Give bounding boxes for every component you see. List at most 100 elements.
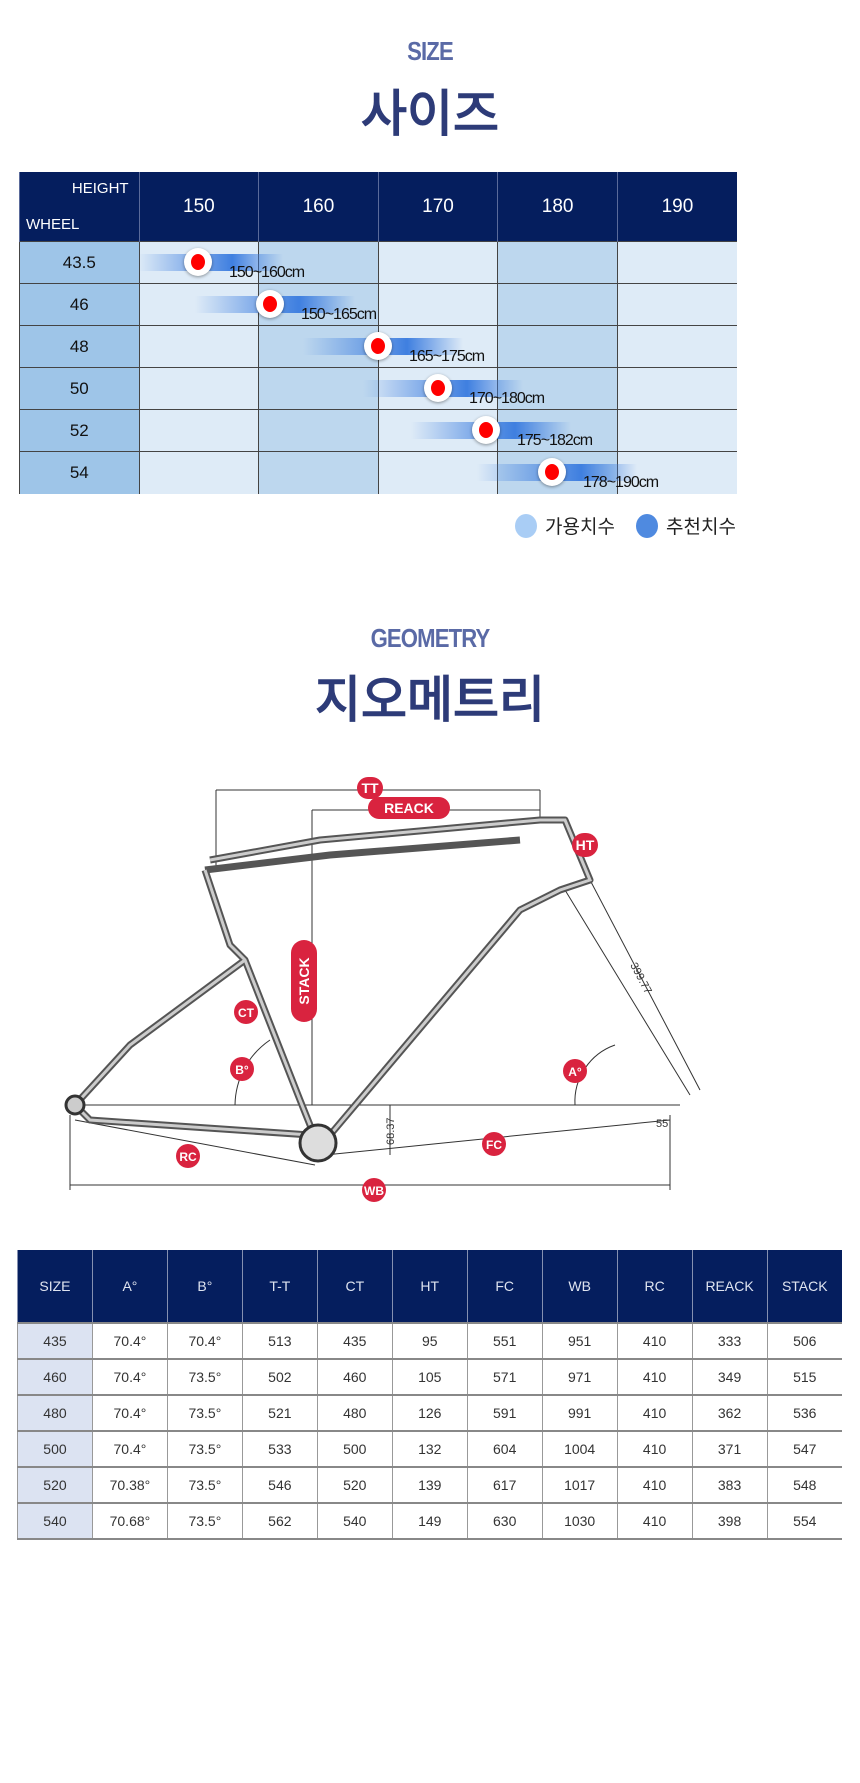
geo-size-cell: 435 bbox=[17, 1322, 93, 1359]
geo-header: CT bbox=[316, 1250, 393, 1323]
geo-cell: 70.4° bbox=[166, 1322, 243, 1359]
size-cell bbox=[377, 325, 498, 368]
axle-label: 55 bbox=[656, 1118, 668, 1130]
geo-header: REACK bbox=[691, 1250, 768, 1323]
geo-cell: 533 bbox=[241, 1430, 318, 1467]
size-cell bbox=[138, 367, 259, 410]
size-cell bbox=[616, 409, 737, 452]
geo-cell: 617 bbox=[466, 1466, 543, 1503]
geo-cell: 126 bbox=[391, 1394, 468, 1431]
available-swatch bbox=[515, 513, 537, 538]
geo-cell: 548 bbox=[766, 1466, 842, 1503]
geo-cell: 70.4° bbox=[91, 1322, 168, 1359]
geo-header: FC bbox=[466, 1250, 543, 1323]
geo-cell: 73.5° bbox=[166, 1466, 243, 1503]
height-label: HEIGHT bbox=[71, 180, 129, 197]
geo-cell: 70.4° bbox=[91, 1394, 168, 1431]
reack-label: REACK bbox=[384, 800, 434, 816]
fork-length-label: 399.77 bbox=[627, 961, 653, 996]
size-cell bbox=[616, 367, 737, 410]
geo-header: RC bbox=[616, 1250, 693, 1323]
size-cell bbox=[497, 451, 618, 494]
size-cell bbox=[497, 409, 618, 452]
size-cell bbox=[616, 451, 737, 494]
geo-cell: 371 bbox=[691, 1430, 768, 1467]
geo-cell: 149 bbox=[391, 1502, 468, 1540]
size-cell bbox=[138, 409, 259, 452]
geo-cell: 383 bbox=[691, 1466, 768, 1503]
size-row: 50 bbox=[19, 367, 737, 410]
size-cell bbox=[258, 325, 379, 368]
recommended-swatch bbox=[636, 513, 658, 538]
geo-cell: 520 bbox=[316, 1466, 393, 1503]
wheel-label: WHEEL bbox=[26, 216, 80, 233]
tt-label: TT bbox=[361, 780, 379, 796]
size-cell bbox=[377, 367, 498, 410]
geo-cell: 70.4° bbox=[91, 1430, 168, 1467]
height-header: 150 bbox=[138, 172, 259, 242]
geo-cell: 349 bbox=[691, 1358, 768, 1395]
wheel-size: 54 bbox=[19, 451, 140, 494]
geo-size-cell: 460 bbox=[17, 1358, 93, 1395]
size-cell bbox=[377, 451, 498, 494]
rc-label: RC bbox=[179, 1150, 197, 1164]
geo-cell: 435 bbox=[316, 1322, 393, 1359]
size-cell bbox=[497, 367, 618, 410]
size-title-ko: 사이즈 bbox=[361, 86, 499, 142]
geo-cell: 410 bbox=[616, 1466, 693, 1503]
geo-cell: 515 bbox=[766, 1358, 842, 1395]
geo-cell: 540 bbox=[316, 1502, 393, 1540]
height-header: 190 bbox=[616, 172, 737, 242]
geo-cell: 95 bbox=[391, 1322, 468, 1359]
bb-drop-label: 68.37 bbox=[385, 1117, 397, 1145]
geo-cell: 362 bbox=[691, 1394, 768, 1431]
size-cell bbox=[138, 451, 259, 494]
geo-cell: 547 bbox=[766, 1430, 842, 1467]
size-cell bbox=[138, 283, 259, 326]
size-cell bbox=[616, 283, 737, 326]
geo-cell: 500 bbox=[316, 1430, 393, 1467]
wheel-size: 48 bbox=[19, 325, 140, 368]
geo-cell: 554 bbox=[766, 1502, 842, 1540]
geo-cell: 630 bbox=[466, 1502, 543, 1540]
geo-cell: 502 bbox=[241, 1358, 318, 1395]
size-cell bbox=[138, 241, 259, 284]
geo-header: HT bbox=[391, 1250, 468, 1323]
geo-header: WB bbox=[541, 1250, 618, 1323]
size-cell bbox=[497, 241, 618, 284]
height-header: 160 bbox=[258, 172, 379, 242]
geo-cell: 562 bbox=[241, 1502, 318, 1540]
a-angle-label: A° bbox=[568, 1065, 582, 1079]
geo-cell: 70.4° bbox=[91, 1358, 168, 1395]
size-row: 48 bbox=[19, 325, 737, 368]
geo-cell: 398 bbox=[691, 1502, 768, 1540]
size-cell bbox=[616, 325, 737, 368]
legend-available-label: 가용치수 bbox=[545, 517, 615, 538]
geo-cell: 571 bbox=[466, 1358, 543, 1395]
ht-label: HT bbox=[576, 837, 595, 853]
geo-cell: 70.68° bbox=[91, 1502, 168, 1540]
geo-header: B° bbox=[166, 1250, 243, 1323]
geo-cell: 536 bbox=[766, 1394, 842, 1431]
size-cell bbox=[377, 409, 498, 452]
geo-cell: 139 bbox=[391, 1466, 468, 1503]
geo-cell: 410 bbox=[616, 1394, 693, 1431]
height-header: 180 bbox=[497, 172, 618, 242]
size-row: 52 bbox=[19, 409, 737, 452]
size-cell bbox=[377, 241, 498, 284]
size-cell bbox=[258, 283, 379, 326]
wheel-size: 43.5 bbox=[19, 241, 140, 284]
geo-cell: 551 bbox=[466, 1322, 543, 1359]
geo-cell: 73.5° bbox=[166, 1394, 243, 1431]
wb-label: WB bbox=[364, 1184, 384, 1198]
geo-header: A° bbox=[91, 1250, 168, 1323]
geo-cell: 410 bbox=[616, 1358, 693, 1395]
legend-available: 가용치수 bbox=[515, 512, 615, 539]
wheel-size: 46 bbox=[19, 283, 140, 326]
geo-cell: 991 bbox=[541, 1394, 618, 1431]
b-angle-label: B° bbox=[235, 1063, 249, 1077]
geo-cell: 546 bbox=[241, 1466, 318, 1503]
